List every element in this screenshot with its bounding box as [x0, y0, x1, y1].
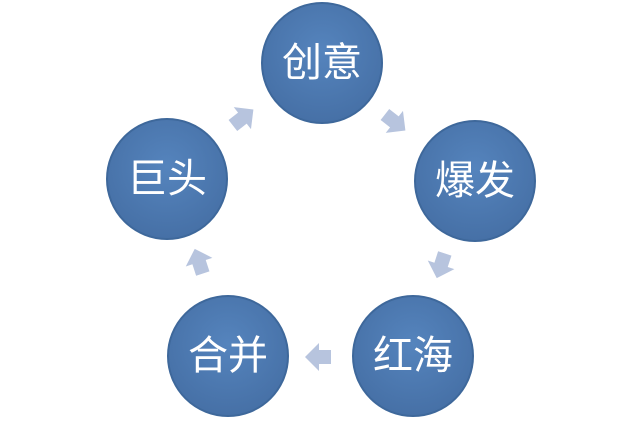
- node-jutou: 巨头: [106, 118, 228, 240]
- flow-arrows: [185, 107, 455, 371]
- node-baofa: 爆发: [414, 120, 536, 242]
- node-label: 合并: [188, 333, 268, 379]
- arrow-jutou-to-chuangyi: [228, 107, 254, 132]
- node-chuangyi: 创意: [261, 2, 383, 124]
- node-hebing: 合并: [167, 295, 289, 417]
- node-circle: [167, 295, 289, 417]
- node-label: 巨头: [127, 156, 207, 202]
- arrow-hebing-to-jutou: [185, 248, 213, 276]
- arrow-baofa-to-honghai: [427, 251, 455, 279]
- node-circle: [414, 120, 536, 242]
- arrow-chuangyi-to-baofa: [380, 108, 406, 133]
- node-label: 创意: [282, 40, 362, 86]
- node-label: 红海: [373, 333, 453, 379]
- node-label: 爆发: [435, 158, 515, 204]
- node-honghai: 红海: [352, 295, 474, 417]
- arrow-honghai-to-hebing: [305, 343, 331, 371]
- node-circle: [352, 295, 474, 417]
- node-circle: [261, 2, 383, 124]
- node-circle: [106, 118, 228, 240]
